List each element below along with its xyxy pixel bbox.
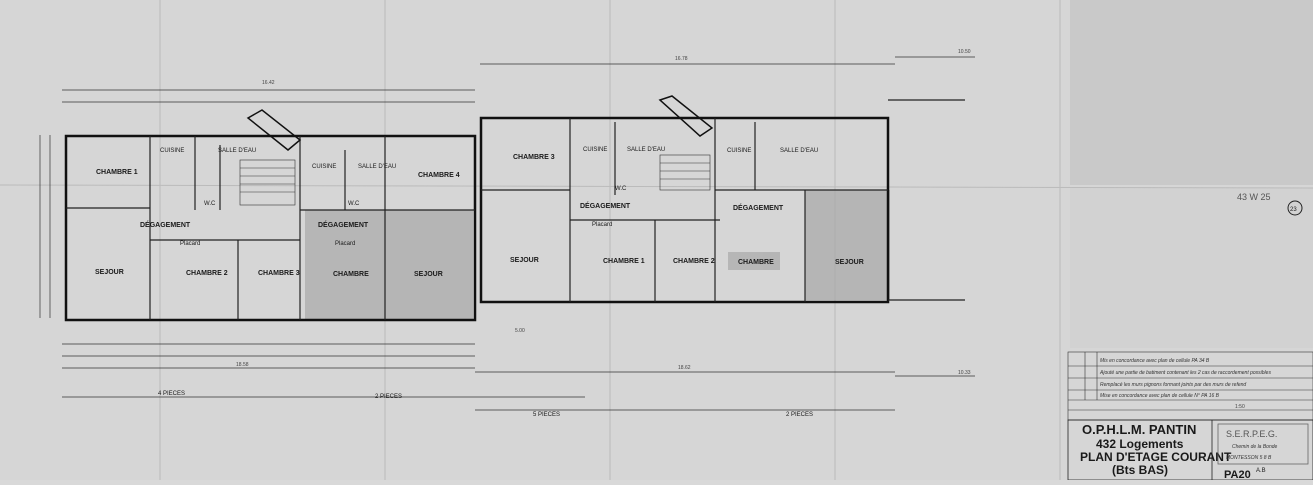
dimension-label: 18.58 — [236, 362, 249, 368]
sheet-number-circle — [1287, 200, 1303, 216]
paper-fold-right — [1070, 188, 1313, 348]
dimension-label: 10.50 — [958, 49, 971, 55]
balconies — [246, 95, 714, 151]
drawing-suffix: A.B — [1256, 468, 1266, 474]
scale-label: 1:50 — [1235, 404, 1245, 410]
room-label: CHAMBRE 2 — [673, 258, 715, 265]
room-label: CHAMBRE 2 — [186, 270, 228, 277]
room-label: CHAMBRE 4 — [418, 172, 460, 179]
room-label: SEJOUR — [835, 259, 864, 266]
company-stamp — [1217, 423, 1309, 465]
revision-note: Ajouté une partie de batiment contenant … — [1099, 370, 1271, 376]
sheet-number: 23 — [1290, 207, 1297, 213]
interior-walls — [66, 99, 965, 320]
revision-note: Remplacé les murs pignons formant joints… — [1100, 382, 1246, 388]
dimension-label: 5.00 — [515, 328, 525, 334]
room-label: CHAMBRE 1 — [603, 258, 645, 265]
room-label: DÉGAGEMENT — [318, 220, 369, 229]
room-label: DÉGAGEMENT — [140, 220, 191, 229]
section-label: 4 PIECES — [158, 391, 185, 397]
room-label: W.C — [615, 186, 627, 192]
room-label: SALLE D'EAU — [780, 148, 818, 154]
shaded-rooms — [305, 190, 890, 320]
dimension-label: 16.42 — [262, 80, 275, 86]
room-label: CUISINE — [727, 148, 751, 154]
stamp-address: Chemin de la Bonde — [1232, 444, 1278, 450]
room-label: DÉGAGEMENT — [733, 203, 784, 212]
dimension-label: 18.62 — [678, 365, 691, 371]
room-label: CHAMBRE — [738, 259, 774, 266]
revision-note: Mise en concordance avec plan de cellule… — [1100, 393, 1220, 399]
dimension-label: 10.33 — [958, 370, 971, 376]
room-label: Placard — [180, 241, 200, 247]
room-label: CHAMBRE 3 — [513, 154, 555, 161]
paper-fold-topright — [1070, 0, 1313, 185]
drawing-number: PA20 — [1224, 469, 1251, 480]
client-name: O.P.H.L.M. PANTIN — [1082, 422, 1196, 437]
stamp-company: S.E.R.P.E.G. — [1226, 429, 1277, 439]
room-label: CHAMBRE 1 — [96, 169, 138, 176]
handwritten-code: 43 W 25 — [1237, 192, 1271, 202]
plan-title: PLAN D'ETAGE COURANT — [1080, 450, 1232, 464]
room-label: CUISINE — [583, 147, 607, 153]
section-label: 5 PIECES — [533, 412, 560, 418]
room-label: Placard — [335, 241, 355, 247]
stamp-city: MONTESSON 5 8 B — [1226, 455, 1272, 461]
stairwell — [239, 154, 711, 206]
room-label: CHAMBRE 3 — [258, 270, 300, 277]
room-label: Placard — [592, 222, 612, 228]
room-label: W.C — [204, 201, 216, 207]
room-label: SALLE D'EAU — [627, 147, 665, 153]
dimension-label: 16.78 — [675, 56, 688, 62]
room-label: SALLE D'EAU — [218, 148, 256, 154]
section-label: 2 PIECES — [786, 412, 813, 418]
room-label: SEJOUR — [510, 257, 539, 264]
room-label: DÉGAGEMENT — [580, 201, 631, 210]
room-label: CHAMBRE — [333, 271, 369, 278]
room-label: SEJOUR — [95, 269, 124, 276]
room-label: W.C — [348, 201, 360, 207]
room-label: CUISINE — [160, 148, 184, 154]
room-label: SEJOUR — [414, 271, 443, 278]
building-label: (Bts BAS) — [1112, 463, 1168, 477]
room-label: CUISINE — [312, 164, 336, 170]
room-label: SALLE D'EAU — [358, 164, 396, 170]
top-dimension-lines — [39, 56, 975, 411]
section-label: 2 PIECES — [375, 394, 402, 400]
revision-note: Mis en concordance avec plan de cellule … — [1100, 358, 1210, 364]
program-label: 432 Logements — [1096, 437, 1184, 451]
